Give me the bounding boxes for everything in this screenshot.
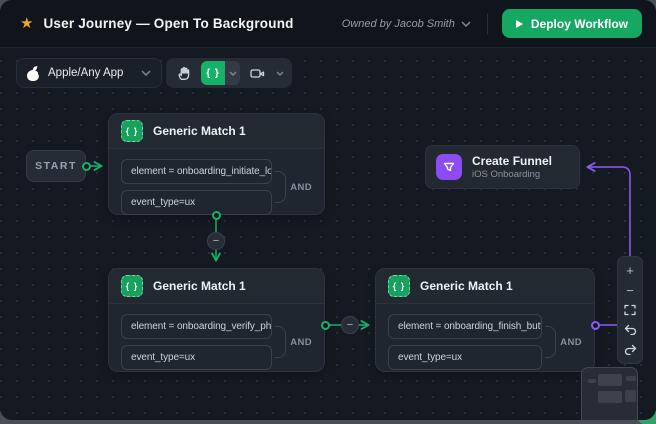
- match-node-3-title: Generic Match 1: [420, 279, 513, 293]
- canvas-zoom-toolbar: + −: [617, 256, 643, 364]
- canvas-toolbar: Apple/Any App { }: [16, 58, 292, 88]
- owner-chevron-down-icon[interactable]: [461, 20, 471, 27]
- minimap-node-thumb: [626, 376, 636, 381]
- chevron-down-icon: [228, 70, 237, 76]
- match-node-1-header: { } Generic Match 1: [109, 114, 324, 149]
- match-node-2-output-connector[interactable]: [321, 320, 330, 330]
- start-node[interactable]: START: [26, 150, 86, 182]
- header-divider: [486, 13, 488, 34]
- condition-chip[interactable]: event_type=ux: [388, 345, 543, 370]
- create-funnel-node[interactable]: Create Funnel iOS Onboarding: [425, 145, 580, 189]
- hand-icon: [178, 66, 190, 80]
- match-node-1[interactable]: { } Generic Match 1 element = onboarding…: [108, 113, 325, 215]
- funnel-icon: [436, 154, 462, 180]
- undo-icon: [624, 324, 636, 336]
- and-bracket: [545, 326, 557, 358]
- and-bracket: [275, 171, 287, 203]
- remove-edge-button[interactable]: −: [207, 232, 225, 250]
- minimap[interactable]: [581, 367, 638, 420]
- match-tool-chevron-button[interactable]: [225, 61, 240, 85]
- and-operator-label: AND: [290, 336, 312, 348]
- tool-group: { }: [166, 58, 292, 88]
- match-node-1-title: Generic Match 1: [153, 124, 246, 138]
- pan-hand-tool-button[interactable]: [172, 61, 196, 85]
- minimap-node-thumb: [598, 391, 622, 403]
- deploy-workflow-label: Deploy Workflow: [530, 16, 628, 31]
- code-braces-icon: { }: [206, 67, 220, 79]
- remove-edge-button[interactable]: −: [341, 316, 359, 334]
- condition-chip[interactable]: element = onboarding_finish_button: [388, 314, 543, 339]
- top-header: ★ User Journey — Open To Background Owne…: [0, 0, 656, 48]
- redo-icon: [624, 344, 636, 355]
- app-selector-dropdown[interactable]: Apple/Any App: [16, 58, 162, 88]
- minimap-node-thumb: [598, 374, 622, 386]
- workflow-canvas[interactable]: Apple/Any App { }: [0, 48, 656, 420]
- match-tool-button[interactable]: { }: [201, 61, 225, 85]
- match-node-1-output-connector[interactable]: [212, 210, 221, 220]
- match-node-3[interactable]: { } Generic Match 1 element = onboarding…: [375, 268, 595, 372]
- page-title: User Journey — Open To Background: [43, 16, 294, 31]
- and-operator-label: AND: [560, 336, 582, 348]
- start-label: START: [35, 160, 77, 172]
- chevron-down-icon: [276, 70, 284, 76]
- zoom-in-button[interactable]: +: [626, 263, 634, 279]
- undo-button[interactable]: [620, 321, 640, 339]
- condition-chip[interactable]: element = onboarding_initiate_login: [121, 159, 273, 184]
- match-node-1-body: element = onboarding_initiate_login even…: [109, 149, 324, 225]
- and-bracket: [275, 326, 287, 358]
- record-tool-chevron-button[interactable]: [274, 61, 286, 85]
- match-node-2-body: element = onboarding_verify_phone event_…: [109, 304, 324, 380]
- redo-button[interactable]: [620, 340, 640, 358]
- create-funnel-subtitle: iOS Onboarding: [472, 169, 541, 180]
- match-node-2-title: Generic Match 1: [153, 279, 246, 293]
- condition-chip[interactable]: event_type=ux: [121, 190, 273, 215]
- match-node-3-header: { } Generic Match 1: [376, 269, 594, 304]
- minus-icon: −: [212, 234, 220, 247]
- minimap-node-thumb: [625, 390, 636, 402]
- zoom-out-button[interactable]: −: [626, 282, 634, 298]
- minus-icon: −: [346, 318, 354, 331]
- match-node-2[interactable]: { } Generic Match 1 element = onboarding…: [108, 268, 325, 372]
- record-tool-button[interactable]: [245, 61, 269, 85]
- app-selector-chevron-down-icon: [141, 70, 151, 76]
- condition-chip[interactable]: element = onboarding_verify_phone: [121, 314, 273, 339]
- apple-icon: [27, 65, 43, 81]
- fit-view-icon: [624, 304, 636, 316]
- owner-label: Owned by Jacob Smith: [341, 17, 455, 30]
- code-braces-icon: { }: [121, 275, 143, 297]
- match-node-2-header: { } Generic Match 1: [109, 269, 324, 304]
- match-node-3-output-connector[interactable]: [591, 320, 600, 330]
- code-braces-icon: { }: [121, 120, 143, 142]
- deploy-workflow-button[interactable]: Deploy Workflow: [501, 9, 642, 38]
- start-output-connector[interactable]: [82, 161, 91, 171]
- play-icon: [515, 19, 523, 28]
- condition-chip[interactable]: event_type=ux: [121, 345, 273, 370]
- code-braces-icon: { }: [388, 275, 410, 297]
- camera-icon: [249, 68, 264, 78]
- app-selector-label: Apple/Any App: [48, 67, 124, 79]
- favorite-star-icon[interactable]: ★: [20, 15, 34, 32]
- and-operator-label: AND: [290, 181, 312, 193]
- minimap-node-thumb: [588, 379, 596, 383]
- fit-view-button[interactable]: [620, 301, 640, 319]
- create-funnel-title: Create Funnel: [472, 154, 553, 168]
- match-node-3-body: element = onboarding_finish_button event…: [376, 304, 594, 380]
